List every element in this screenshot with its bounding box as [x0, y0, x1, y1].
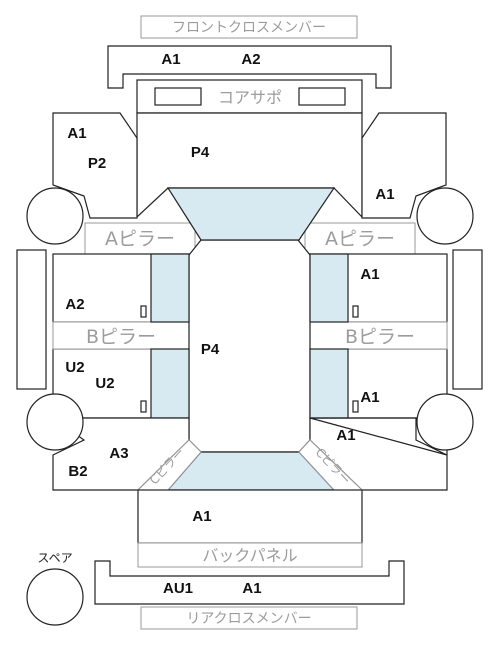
- windshield[interactable]: [166, 187, 336, 241]
- front-right-wheel[interactable]: [416, 187, 474, 245]
- rear-right-door-handle: [352, 400, 359, 413]
- rear-cross-member-label: リアクロスメンバー: [186, 611, 311, 627]
- front-right-door-handle: [352, 305, 359, 318]
- rear-right-window[interactable]: [309, 348, 349, 419]
- rear-left-door-inner-code: U2: [65, 359, 84, 376]
- b-pillar-right-label[interactable]: Bピラー: [345, 326, 415, 348]
- roof-code: P4: [201, 341, 220, 358]
- left-side-sill[interactable]: [16, 249, 47, 390]
- front-cross-member[interactable]: [107, 45, 392, 89]
- rear-member-left-code: AU1: [163, 580, 193, 597]
- rear-left-quarter-bottom-code: B2: [68, 463, 87, 480]
- front-right-door-code: A1: [360, 266, 379, 283]
- rear-right-quarter-code: A1: [336, 427, 355, 444]
- back-panel-box: [137, 542, 363, 568]
- front-left-wheel[interactable]: [26, 187, 84, 245]
- b-pillar-left-box: [52, 321, 190, 350]
- rear-right-wheel[interactable]: [416, 393, 474, 451]
- front-left-fender[interactable]: [52, 112, 138, 219]
- right-side-sill[interactable]: [452, 249, 483, 390]
- front-member-left-code: A1: [161, 51, 180, 68]
- front-right-fender-code: A1: [375, 186, 394, 203]
- rear-left-quarter-top-code: A3: [109, 445, 128, 462]
- front-left-door-handle: [140, 305, 147, 318]
- back-panel-label[interactable]: バックパネル: [202, 546, 297, 565]
- rear-cross-member[interactable]: [94, 560, 405, 605]
- rear-left-wheel[interactable]: [26, 393, 84, 451]
- front-left-window[interactable]: [150, 253, 190, 323]
- trunk-lid[interactable]: [137, 489, 363, 544]
- front-right-fender[interactable]: [361, 112, 447, 219]
- core-support-right-slot: [298, 87, 346, 106]
- spare-tire[interactable]: [26, 568, 84, 626]
- spare-label: スペア: [37, 551, 72, 565]
- b-pillar-right-box: [309, 321, 448, 350]
- rear-right-door-code: A1: [360, 389, 379, 406]
- rear-cross-member-box: [140, 606, 358, 630]
- a-pillar-right-box: [304, 222, 416, 255]
- rear-left-door-handle: [140, 400, 147, 413]
- a-pillar-left-box: [84, 222, 196, 255]
- front-left-fender-top-code: A1: [67, 125, 86, 142]
- front-member-right-code: A2: [241, 51, 260, 68]
- a-pillar-left-label[interactable]: Aピラー: [105, 228, 175, 250]
- front-left-door-code: A2: [65, 296, 84, 313]
- rear-member-right-code: A1: [242, 580, 261, 597]
- hood-code: P4: [191, 144, 210, 161]
- rear-left-quarter-panel[interactable]: [51, 417, 190, 491]
- rear-left-window[interactable]: [150, 348, 190, 419]
- front-cross-member-label: フロントクロスメンバー: [172, 20, 326, 36]
- front-left-fender-bottom-code: P2: [88, 155, 106, 172]
- core-support-label: コアサポ: [218, 88, 282, 107]
- front-right-window[interactable]: [309, 253, 349, 323]
- front-cross-member-box: [140, 15, 358, 39]
- trunk-code: A1: [192, 508, 211, 525]
- core-support-left-slot: [154, 87, 202, 106]
- rear-left-door-outer-code: U2: [95, 375, 114, 392]
- b-pillar-left-label[interactable]: Bピラー: [86, 326, 156, 348]
- a-pillar-right-label[interactable]: Aピラー: [325, 228, 395, 250]
